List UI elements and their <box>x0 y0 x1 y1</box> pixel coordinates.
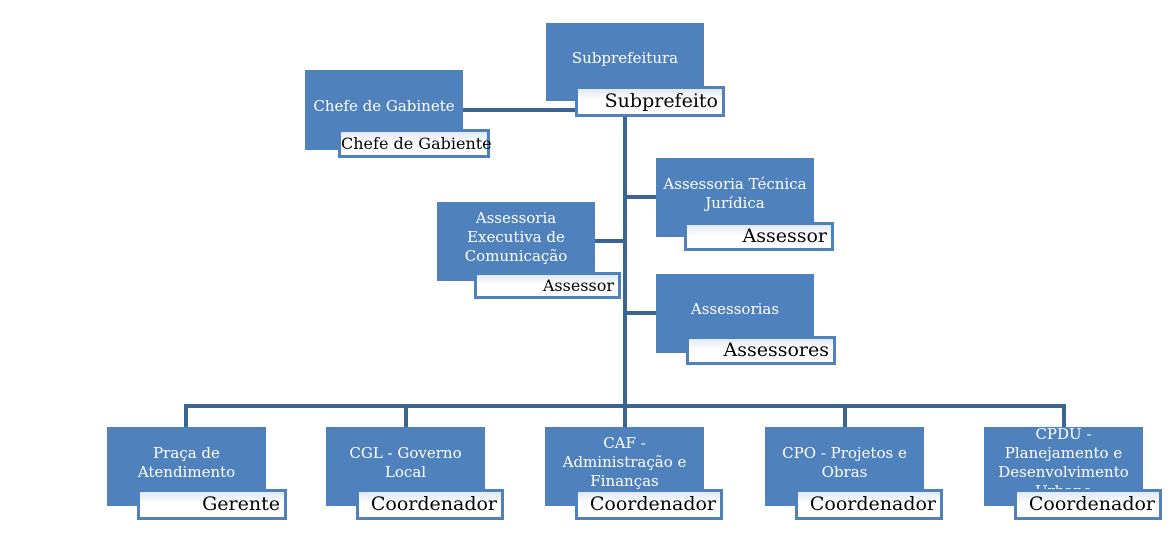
cgl-governo-local-label: CGL - Governo Local <box>349 443 462 481</box>
caf-administracao-label: CAF - Administração e Finanças <box>562 434 687 490</box>
cpo-coordenador-role: Coordenador <box>795 489 943 520</box>
assessoria-executiva-label: Assessoria Executiva de Comunicação <box>464 209 568 265</box>
cpdu-planejamento-label: CPDU - Planejamento e Desenvolvimento Ur… <box>998 424 1129 500</box>
assessores-role: Assessores <box>686 336 836 365</box>
subprefeitura-label: Subprefeitura <box>571 48 679 67</box>
assessorias-label: Assessorias <box>690 300 780 318</box>
cgl-coordenador-role: Coordenador <box>356 489 504 520</box>
subprefeito-role: Subprefeito <box>575 86 725 117</box>
assessoria-executiva-box: Assessoria Executiva de Comunicação <box>437 202 595 281</box>
assessor-executiva-role: Assessor <box>474 272 621 299</box>
caf-coordenador-role: Coordenador <box>575 489 723 520</box>
assessor-tecnica-role: Assessor <box>684 222 834 251</box>
cpo-projetos-obras-label: CPO - Projetos e Obras <box>782 443 907 481</box>
chefe-gabinete-label: Chefe de Gabinete <box>313 96 455 115</box>
chefe-gabiente-role: Chefe de Gabiente <box>338 129 492 158</box>
gerente-role: Gerente <box>137 489 287 520</box>
praca-atendimento-label: Praça de Atendimento <box>137 443 236 481</box>
cpdu-coordenador-role: Coordenador <box>1014 489 1162 520</box>
assessoria-tecnica-label: Assessoria Técnica Jurídica <box>663 174 807 212</box>
